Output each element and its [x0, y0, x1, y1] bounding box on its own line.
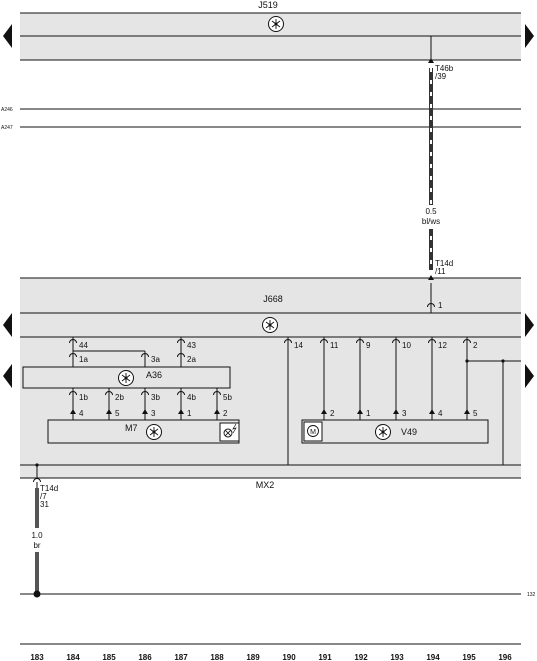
a246-label: A246 [1, 107, 13, 113]
v49-pin-2: 3 [402, 409, 407, 418]
v49-box [301, 419, 489, 444]
a36-in-pin-2: 2a [187, 355, 196, 364]
t14d-top-pin-label: /11 [435, 267, 446, 276]
scroll-left-arrow-icon[interactable] [3, 313, 12, 337]
j668-right-pin-1: 11 [330, 341, 339, 350]
t14d-bottom-connector-label: T14d [40, 484, 58, 493]
j519-label: J519 [258, 0, 278, 10]
a36-out-pin-0: 1b [79, 393, 88, 402]
a36-control-unit-icon [118, 370, 134, 386]
t46b-connector-label: T46b [435, 64, 454, 73]
mx2-label: MX2 [256, 480, 275, 490]
scroll-left-arrow-icon[interactable] [3, 364, 12, 388]
t14d-bottom-pin-label: /7 [40, 492, 47, 501]
motor-symbol-label: M [310, 429, 316, 436]
a36-top-pin-0: 44 [79, 341, 88, 350]
column-number: 194 [426, 653, 440, 661]
a36-top-pin-1: 43 [187, 341, 196, 350]
j668-right-pin-2: 9 [366, 341, 371, 350]
a36-label: A36 [146, 370, 162, 380]
column-number: 187 [174, 653, 188, 661]
j668-right-pin-3: 10 [402, 341, 411, 350]
column-number: 185 [102, 653, 116, 661]
m7-pin-3: 1 [187, 409, 192, 418]
v49-pin-1: 1 [366, 409, 371, 418]
t14d-top-connector-label: T14d [435, 259, 453, 268]
v49-pin-3: 4 [438, 409, 443, 418]
v49-pin-0: 2 [330, 409, 335, 418]
j519-control-unit-icon [268, 16, 284, 32]
v49-label: V49 [401, 427, 417, 437]
a36-out-pin-1: 2b [115, 393, 124, 402]
a36-in-pin-0: 1a [79, 355, 88, 364]
column-number: 196 [498, 653, 512, 661]
j668-control-unit-icon [262, 317, 278, 333]
j668-label: J668 [263, 294, 283, 304]
wire-upper-gauge: 0.5 [425, 207, 437, 216]
j668-right-pin-5: 2 [473, 341, 478, 350]
j668-right-pin-0: 14 [294, 341, 303, 350]
scroll-right-arrow-icon[interactable] [525, 313, 534, 337]
m7-pin-1: 5 [115, 409, 120, 418]
wire-lower-gauge: 1.0 [31, 531, 43, 540]
wire-lower-color: br [33, 541, 40, 550]
scroll-right-arrow-icon[interactable] [525, 364, 534, 388]
a36-m7-wires [69, 388, 221, 420]
column-number: 184 [66, 653, 80, 661]
wire-upper-color: bl/ws [422, 217, 440, 226]
m7-pin-4: 2 [223, 409, 228, 418]
column-number: 190 [282, 653, 296, 661]
a36-in-pin-1: 3a [151, 355, 160, 364]
a247-label: A247 [1, 125, 13, 131]
v49-pin-4: 5 [473, 409, 478, 418]
a36-out-pin-3: 4b [187, 393, 196, 402]
m7-pin-0: 4 [79, 409, 84, 418]
scroll-right-arrow-icon[interactable] [525, 24, 534, 48]
column-number: 191 [318, 653, 332, 661]
column-number: 186 [138, 653, 152, 661]
t14d-bottom-extra-label: 31 [40, 500, 49, 509]
a36-out-pin-4: 5b [223, 393, 232, 402]
j668-right-pin-4: 12 [438, 341, 447, 350]
motor-icon: M [303, 421, 323, 442]
column-number: 189 [246, 653, 260, 661]
lamp-icon [219, 422, 240, 442]
column-number: 193 [390, 653, 404, 661]
column-number: 183 [30, 653, 44, 661]
column-number: 195 [462, 653, 476, 661]
m7-control-unit-icon [146, 424, 162, 440]
m7-box [47, 419, 240, 444]
column-number: 192 [354, 653, 368, 661]
j668-v49-wires [320, 337, 521, 465]
v49-control-unit-icon [375, 424, 391, 440]
m7-pin-2: 3 [151, 409, 156, 418]
column-ruler: 183 184 185 186 187 188 189 190 191 192 193 194 195 1… [30, 653, 512, 661]
a36-out-pin-2: 3b [151, 393, 160, 402]
m7-label: M7 [125, 423, 138, 433]
ground-ref-label: 132 [527, 592, 536, 598]
column-number: 188 [210, 653, 224, 661]
t46b-pin-label: /39 [435, 72, 447, 81]
scroll-left-arrow-icon[interactable] [3, 24, 12, 48]
j668-pin-1: 1 [438, 301, 443, 310]
